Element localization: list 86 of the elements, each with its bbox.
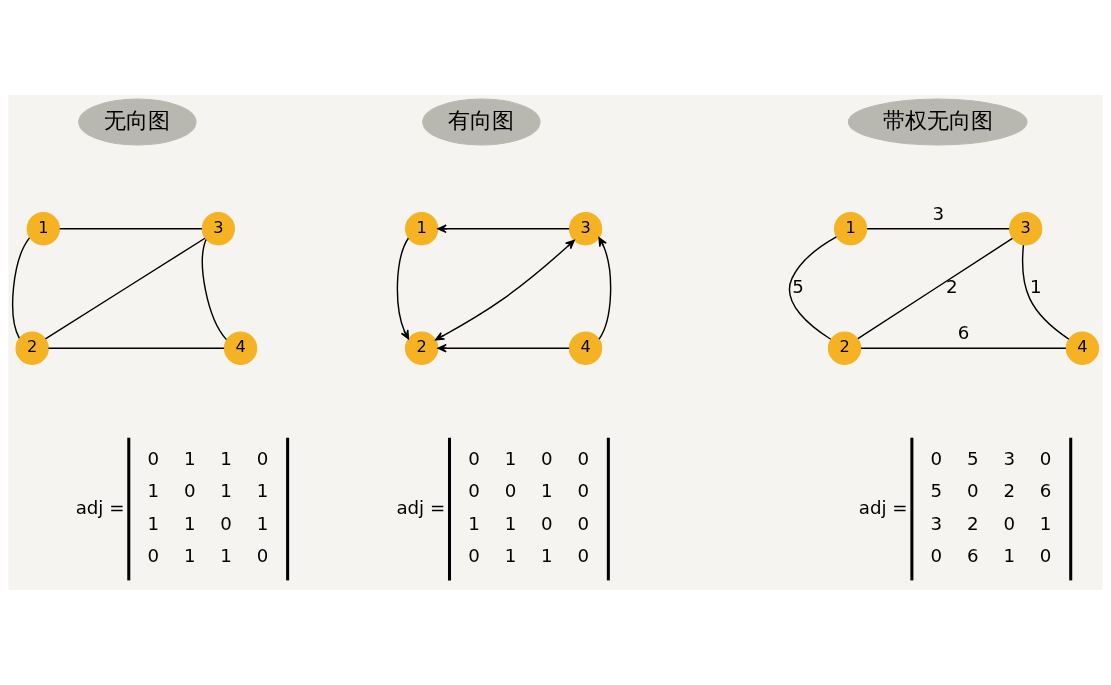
label: 1 — [183, 447, 196, 469]
label: 1 — [147, 480, 160, 502]
connector — [47, 347, 225, 349]
label: 0 — [147, 545, 160, 567]
label: 6 — [967, 545, 979, 567]
label: 1 — [541, 480, 553, 502]
label: 0 — [256, 447, 269, 469]
node-circle: 1 — [833, 212, 868, 246]
label: 1 — [1003, 545, 1016, 567]
label: 0 — [1003, 512, 1016, 534]
arrow — [598, 237, 612, 340]
label: 1 — [220, 447, 232, 469]
node-circle: 4 — [223, 331, 258, 365]
label: 1 — [1039, 512, 1052, 534]
connector — [201, 238, 228, 341]
label: 1 — [220, 545, 232, 567]
label: 1 — [220, 480, 232, 502]
node-circle: 2 — [15, 331, 49, 365]
connector — [860, 347, 1067, 349]
arrow — [437, 224, 570, 234]
edge-label: 5 — [792, 275, 804, 297]
label: 0 — [967, 480, 979, 502]
node-circle: 4 — [1065, 331, 1100, 365]
label: 1 — [147, 512, 160, 534]
node-circle: 1 — [26, 212, 60, 246]
arrow — [437, 343, 570, 353]
label: 0 — [541, 447, 553, 469]
edge-label: 2 — [946, 275, 958, 297]
connector — [1021, 244, 1070, 340]
node-circle: 3 — [568, 212, 603, 246]
node-circle: 2 — [827, 331, 862, 365]
label: 0 — [577, 512, 590, 534]
label: 0 — [147, 447, 160, 469]
label: 5 — [930, 480, 943, 502]
label: adj = — [75, 496, 125, 518]
label: 1 — [256, 512, 269, 534]
label: 0 — [220, 512, 232, 534]
label: 3 — [930, 512, 943, 534]
connector — [12, 237, 31, 339]
arrow — [435, 239, 575, 341]
label: 6 — [1039, 480, 1052, 502]
label: 0 — [541, 512, 553, 534]
label: 1 — [256, 480, 269, 502]
label: 1 — [504, 447, 517, 469]
label: 3 — [1003, 447, 1016, 469]
connector — [788, 236, 838, 340]
node-ellipse: 无向图 — [78, 98, 197, 146]
label: 1 — [504, 545, 517, 567]
connector — [866, 228, 1010, 230]
label: 1 — [504, 512, 517, 534]
node-circle: 2 — [405, 331, 439, 365]
node-circle: 1 — [405, 212, 439, 246]
label: 0 — [577, 545, 590, 567]
label: 2 — [967, 512, 979, 534]
edge-label: 1 — [1030, 275, 1042, 297]
label: 0 — [504, 480, 517, 502]
connector — [44, 237, 206, 340]
label: 0 — [577, 447, 590, 469]
label: 0 — [183, 480, 196, 502]
label: 1 — [183, 512, 196, 534]
label: adj = — [858, 496, 908, 518]
connector — [857, 237, 1014, 340]
node-ellipse: 有向图 — [422, 98, 541, 146]
label: 1 — [541, 545, 553, 567]
label: 0 — [577, 480, 590, 502]
node-circle: 3 — [201, 212, 235, 246]
label: 1 — [468, 512, 480, 534]
label: 0 — [930, 545, 943, 567]
label: 2 — [1003, 480, 1016, 502]
edge-label: 6 — [957, 322, 970, 344]
arrow — [396, 237, 410, 340]
label: 0 — [468, 545, 480, 567]
connector — [59, 228, 203, 230]
label: 0 — [468, 447, 480, 469]
label: 5 — [967, 447, 979, 469]
label: 1 — [183, 545, 196, 567]
label: 0 — [930, 447, 943, 469]
label: 0 — [1039, 447, 1052, 469]
label: 0 — [1039, 545, 1052, 567]
node-circle: 4 — [568, 331, 603, 365]
label: adj = — [396, 496, 446, 518]
label: 0 — [468, 480, 480, 502]
label: 0 — [256, 545, 269, 567]
node-circle: 3 — [1009, 212, 1043, 246]
node-ellipse: 带权无向图 — [847, 98, 1028, 146]
edge-label: 3 — [932, 203, 944, 225]
